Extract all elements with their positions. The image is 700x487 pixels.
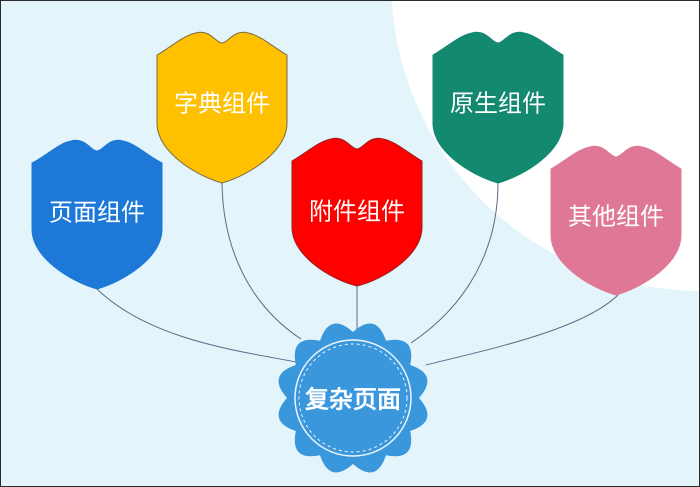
center-node[interactable]: 复杂页面 <box>278 323 428 473</box>
center-ring-inner <box>298 343 408 453</box>
node-other-components[interactable]: 其他组件 <box>550 145 682 296</box>
center-label: 复杂页面 <box>304 385 401 414</box>
connectors <box>96 182 619 366</box>
connector-page <box>96 288 302 364</box>
node-label-page: 页面组件 <box>49 199 145 227</box>
node-native-components[interactable]: 原生组件 <box>432 31 564 184</box>
node-label-attach: 附件组件 <box>309 198 405 226</box>
shield-shape-attach <box>291 137 423 287</box>
node-page-components[interactable]: 页面组件 <box>31 139 163 290</box>
connector-other <box>425 294 619 366</box>
center-ring-outer <box>294 339 412 457</box>
shield-shape-native <box>432 31 564 184</box>
node-label-other: 其他组件 <box>568 203 664 231</box>
node-attach-components[interactable]: 附件组件 <box>291 137 423 287</box>
connector-native <box>410 182 499 344</box>
node-label-native: 原生组件 <box>450 90 546 118</box>
node-dict-components[interactable]: 字典组件 <box>156 31 288 184</box>
shield-shape-page <box>31 139 163 290</box>
shield-shape-dict <box>156 31 288 184</box>
flower-shape-center <box>278 323 428 473</box>
node-label-dict: 字典组件 <box>174 90 270 118</box>
connector-dict <box>221 182 302 340</box>
shield-shape-other <box>550 145 682 296</box>
